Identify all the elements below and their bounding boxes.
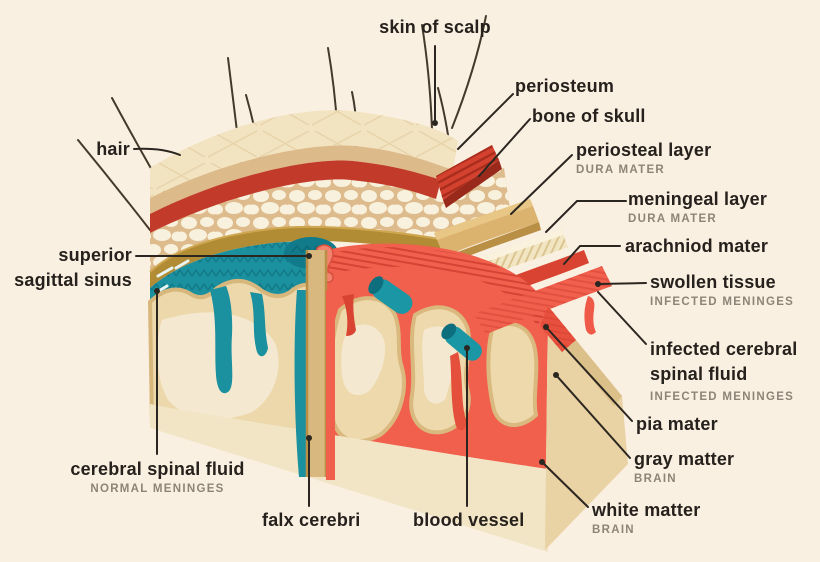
label-text-line1: infected cerebral <box>650 339 798 359</box>
dura-gold-band <box>149 225 450 288</box>
brain-side-face <box>540 306 628 550</box>
label-swollen-tissue: swollen tissue INFECTED MENINGES <box>650 272 794 309</box>
scalp-layer <box>150 110 458 214</box>
label-superior-sagittal-sinus: superior sagittal sinus <box>8 243 132 293</box>
label-text: swollen tissue <box>650 272 776 292</box>
leader-arachnoid-mater <box>563 245 621 265</box>
label-subtext: BRAIN <box>634 473 677 485</box>
leader-infected-csf <box>597 291 647 345</box>
leader-meningeal-layer <box>545 200 627 233</box>
leader-swollen-tissue <box>597 282 647 285</box>
label-subtext: INFECTED MENINGES <box>650 296 795 308</box>
label-text: blood vessel <box>413 510 525 530</box>
label-text: periosteal layer <box>576 140 712 160</box>
skull-bone-layer <box>150 168 511 272</box>
label-subtext: INFECTED MENINGES <box>650 391 795 403</box>
label-text: hair <box>96 139 130 159</box>
label-falx-cerebri: falx cerebri <box>262 510 360 530</box>
label-text: arachniod mater <box>625 236 769 256</box>
leader-bone-of-skull <box>478 118 531 177</box>
leader-gray-matter <box>555 374 631 459</box>
label-periosteal-layer: periosteal layer DURA MATER <box>576 140 711 177</box>
label-text-line1: superior <box>58 245 132 265</box>
label-text: gray matter <box>634 449 735 469</box>
label-pia-mater: pia mater <box>636 414 718 434</box>
label-text: periosteum <box>515 76 615 96</box>
label-hair: hair <box>60 139 130 159</box>
leader-white-matter <box>541 461 589 508</box>
label-text: falx cerebri <box>262 510 361 530</box>
white-matter-face <box>150 405 548 552</box>
label-gray-matter: gray matter BRAIN <box>634 449 734 486</box>
leader-periosteum <box>457 93 514 150</box>
label-text: bone of skull <box>532 106 646 126</box>
label-periosteum: periosteum <box>515 76 614 96</box>
leader-dots <box>154 120 601 465</box>
label-bone-of-skull: bone of skull <box>532 106 646 126</box>
label-text: meningeal layer <box>628 189 768 209</box>
label-text: cerebral spinal fluid <box>70 459 245 479</box>
label-subtext: NORMAL MENINGES <box>90 483 225 495</box>
label-text: white matter <box>592 500 701 520</box>
label-cerebral-spinal-fluid: cerebral spinal fluid NORMAL MENINGES <box>60 459 255 496</box>
label-subtext: BRAIN <box>592 524 635 536</box>
leader-pia-mater <box>545 326 633 422</box>
label-infected-csf: infected cerebral spinal fluid INFECTED … <box>650 337 797 404</box>
label-white-matter: white matter BRAIN <box>592 500 700 537</box>
leader-lines <box>133 45 647 508</box>
label-text: pia mater <box>636 414 718 434</box>
leader-periosteal-layer <box>510 154 573 215</box>
blood-vessels <box>368 276 482 431</box>
label-subtext: DURA MATER <box>576 164 666 176</box>
label-text: skin of scalp <box>379 17 491 37</box>
label-blood-vessel: blood vessel <box>413 510 524 530</box>
leader-hair <box>133 147 181 156</box>
falx-cerebri-band <box>294 250 335 480</box>
label-arachnoid-mater: arachniod mater <box>625 236 768 256</box>
label-meningeal-layer: meningeal layer DURA MATER <box>628 189 767 226</box>
periosteum-layer <box>150 145 502 233</box>
label-skin-of-scalp: skin of scalp <box>360 17 510 37</box>
block-bottom-edge <box>149 404 549 471</box>
label-text-line2: sagittal sinus <box>14 270 132 290</box>
label-subtext: DURA MATER <box>628 213 718 225</box>
label-text-line2: spinal fluid <box>650 364 748 384</box>
